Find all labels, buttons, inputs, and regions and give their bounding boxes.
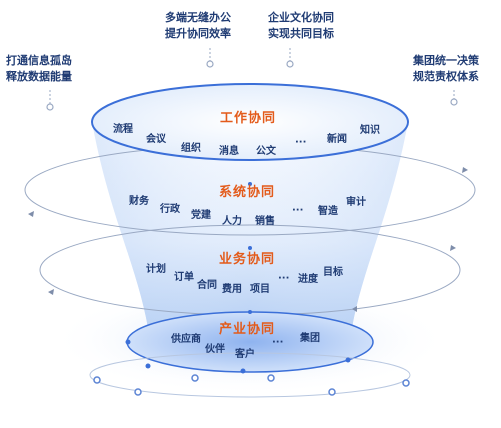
funnel-sheen [92,122,408,340]
layer-item: 流程 [113,124,133,135]
layer-item: 费用 [222,284,242,295]
node-dot [93,376,101,384]
layer-item: 目标 [323,267,343,278]
layer-item: 供应商 [171,334,201,345]
top-disc [91,83,409,161]
ring-arrow-icon [450,245,456,251]
ring-arrow-icon [462,167,468,173]
callout-culture: 企业文化协同 实现共同目标 [268,10,334,42]
layer-item: 项目 [250,284,270,295]
layer-item: 伙伴 [205,344,225,355]
layer-item: 销售 [255,216,275,227]
node-dot [191,374,199,382]
layer-title-business: 业务协同 [219,252,276,267]
layer-item: 知识 [360,125,380,136]
layer-item: ··· [295,137,307,148]
layer-item: 消息 [219,146,239,157]
node-dot [248,246,252,250]
anchor-dot [206,60,214,68]
layer-item: 智造 [318,206,338,217]
callout-connectors [49,48,455,105]
layer-item: 订单 [174,272,194,283]
node-dot [240,368,246,374]
layer-item: 客户 [235,349,255,360]
layer-item: 审计 [346,197,366,208]
callout-decision: 集团统一决策 规范责权体系 [413,53,479,85]
layer-item: 合同 [197,280,217,291]
layer-item: 组织 [181,143,201,154]
layer-item: 党建 [191,210,211,221]
node-dot [145,363,151,369]
callout-line: 规范责权体系 [413,70,479,83]
callout-line: 实现共同目标 [268,27,334,40]
callout-line: 集团统一决策 [413,54,479,67]
callout-anchors [46,60,458,111]
callout-line: 提升协同效率 [165,27,231,40]
layer-item: 集团 [300,333,320,344]
node-dot [345,357,351,363]
node-dot [134,388,142,396]
layer-item: ··· [272,337,284,348]
ring-arrow-icon [352,306,357,312]
node-dot [248,182,252,186]
node-dot [125,339,131,345]
layer-item: 进度 [298,274,318,285]
layer-title-industry: 产业协同 [219,322,276,337]
ring-dots [125,182,351,374]
layer-item: 新闻 [327,134,347,145]
callout-line: 打通信息孤岛 [6,54,72,67]
ring-arrow-icon [48,289,54,295]
layer-title-system: 系统协同 [219,185,276,200]
ring-arrow-icon [28,211,34,217]
node-dot [267,374,275,382]
callout-data: 打通信息孤岛 释放数据能量 [6,53,72,85]
callout-line: 多端无缝办公 [165,11,231,24]
layer-item: 行政 [160,204,180,215]
layer-item: 财务 [129,196,149,207]
ground-ring [89,352,411,398]
anchor-dot [286,60,294,68]
layer-item: 人力 [222,216,242,227]
anchor-dot [46,103,54,111]
node-dot [248,310,252,314]
node-dot [402,379,410,387]
callout-office: 多端无缝办公 提升协同效率 [165,10,231,42]
layer-item: 计划 [146,264,166,275]
callout-line: 释放数据能量 [6,70,72,83]
layer-title-work: 工作协同 [220,111,277,126]
layer-item: ··· [278,273,290,284]
layer-item: 会议 [146,134,166,145]
ground-nodes [93,374,410,396]
layer-item: 公文 [256,146,276,157]
layer-item: ··· [292,205,304,216]
callout-line: 企业文化协同 [268,11,334,24]
node-dot [328,388,336,396]
anchor-dot [450,98,458,106]
